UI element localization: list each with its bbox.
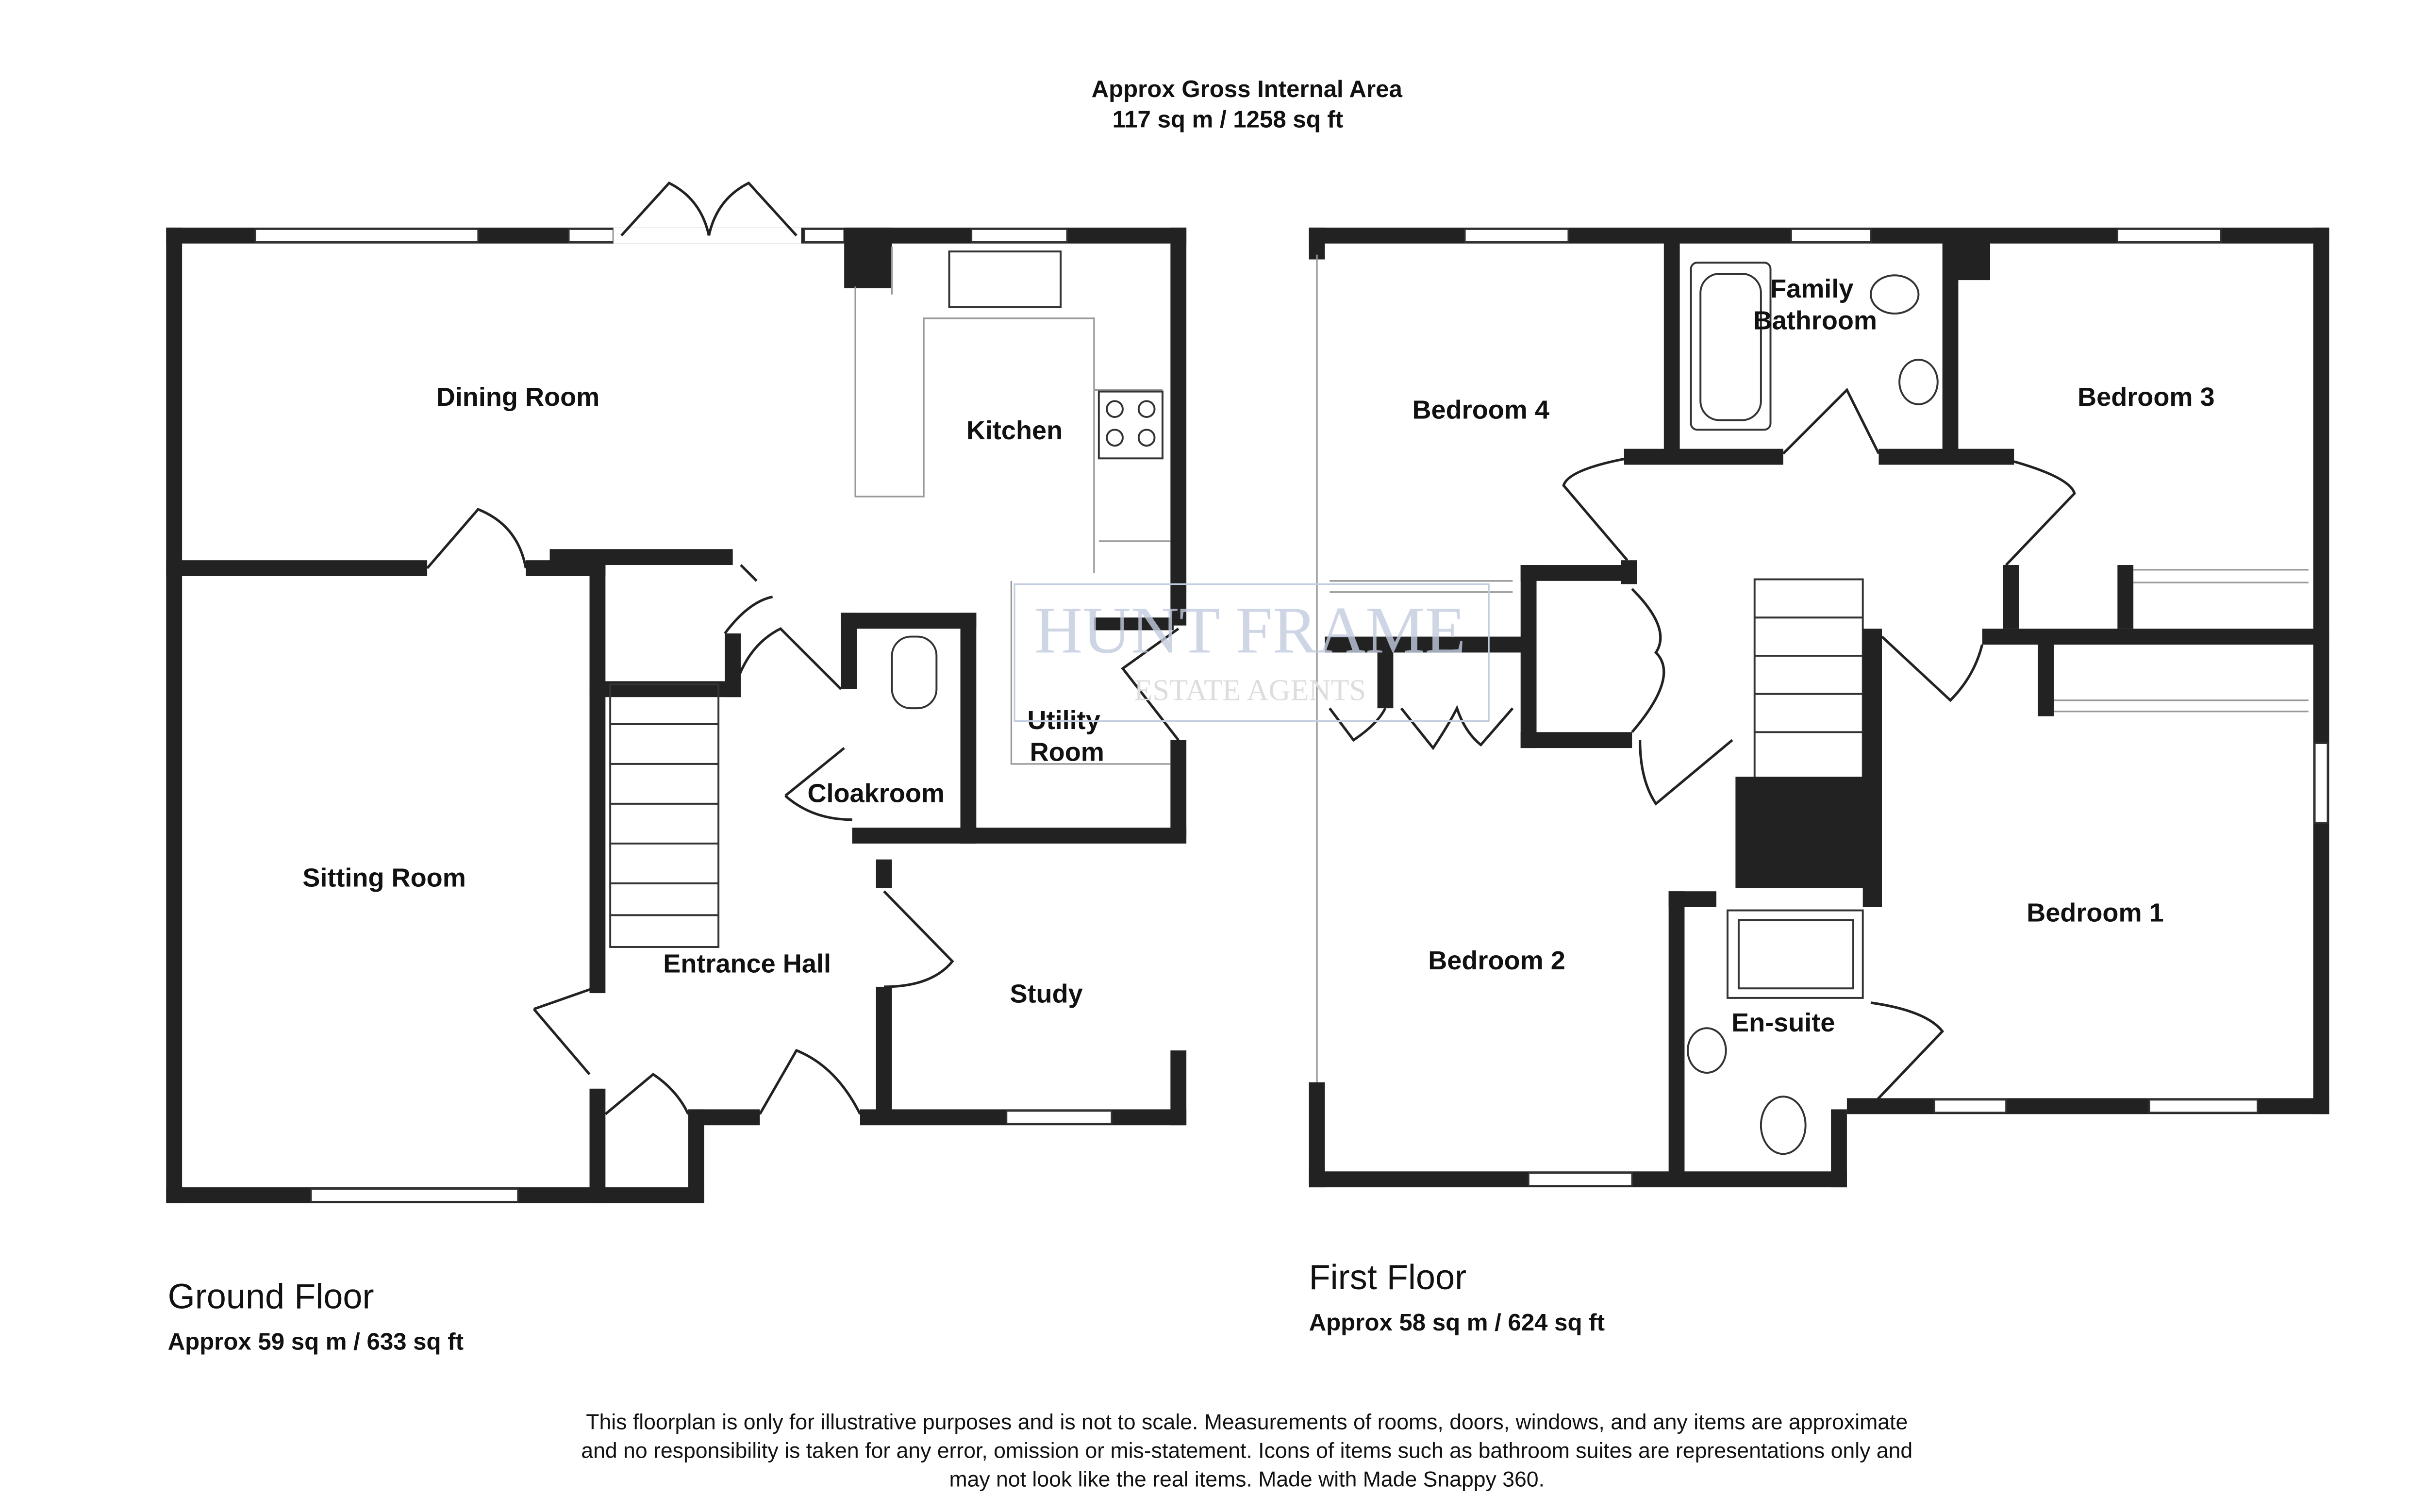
room-label-bedroom-4: Bedroom 4 bbox=[1412, 395, 1549, 424]
ground-floor-plan bbox=[166, 181, 1187, 1203]
room-label-en-suite: En-suite bbox=[1731, 1008, 1835, 1037]
room-label-entrance-hall: Entrance Hall bbox=[663, 949, 831, 978]
room-label-sitting-room: Sitting Room bbox=[302, 863, 466, 892]
room-label-bedroom-1: Bedroom 1 bbox=[2027, 898, 2164, 928]
room-label-study: Study bbox=[1010, 980, 1082, 1009]
header-title: Approx Gross Internal Area bbox=[1092, 76, 1403, 102]
disclaimer-line-3: may not look like the real items. Made w… bbox=[949, 1468, 1545, 1492]
room-label-kitchen: Kitchen bbox=[966, 416, 1063, 445]
first-floor-plan bbox=[1309, 227, 2329, 1188]
first-floor-title: First Floor bbox=[1309, 1258, 1467, 1297]
watermark-logo: HUNT FRAME ESTATE AGENTS bbox=[1014, 583, 1490, 722]
watermark-name: HUNT FRAME bbox=[1034, 593, 1466, 667]
room-label-utility-2: Room bbox=[1030, 737, 1104, 766]
ground-stairs bbox=[609, 683, 720, 948]
watermark-tagline: ESTATE AGENTS bbox=[1134, 674, 1366, 707]
ground-floor-area: Approx 59 sq m / 633 sq ft bbox=[168, 1329, 464, 1355]
room-label-bathroom-2: Bathroom bbox=[1753, 306, 1877, 335]
first-floor-area: Approx 58 sq m / 624 sq ft bbox=[1309, 1309, 1605, 1336]
room-label-bedroom-3: Bedroom 3 bbox=[2078, 382, 2215, 412]
disclaimer-line-1: This floorplan is only for illustrative … bbox=[586, 1410, 1908, 1434]
room-label-dining-room: Dining Room bbox=[436, 382, 600, 412]
room-label-bedroom-2: Bedroom 2 bbox=[1428, 946, 1565, 975]
ground-floor-title: Ground Floor bbox=[168, 1277, 374, 1316]
room-label-cloakroom: Cloakroom bbox=[807, 779, 945, 808]
header-total-area: 117 sq m / 1258 sq ft bbox=[1113, 106, 1344, 133]
disclaimer-line-2: and no responsibility is taken for any e… bbox=[581, 1439, 1912, 1463]
first-stairs bbox=[1753, 578, 1864, 780]
room-label-bathroom-1: Family bbox=[1770, 274, 1853, 303]
